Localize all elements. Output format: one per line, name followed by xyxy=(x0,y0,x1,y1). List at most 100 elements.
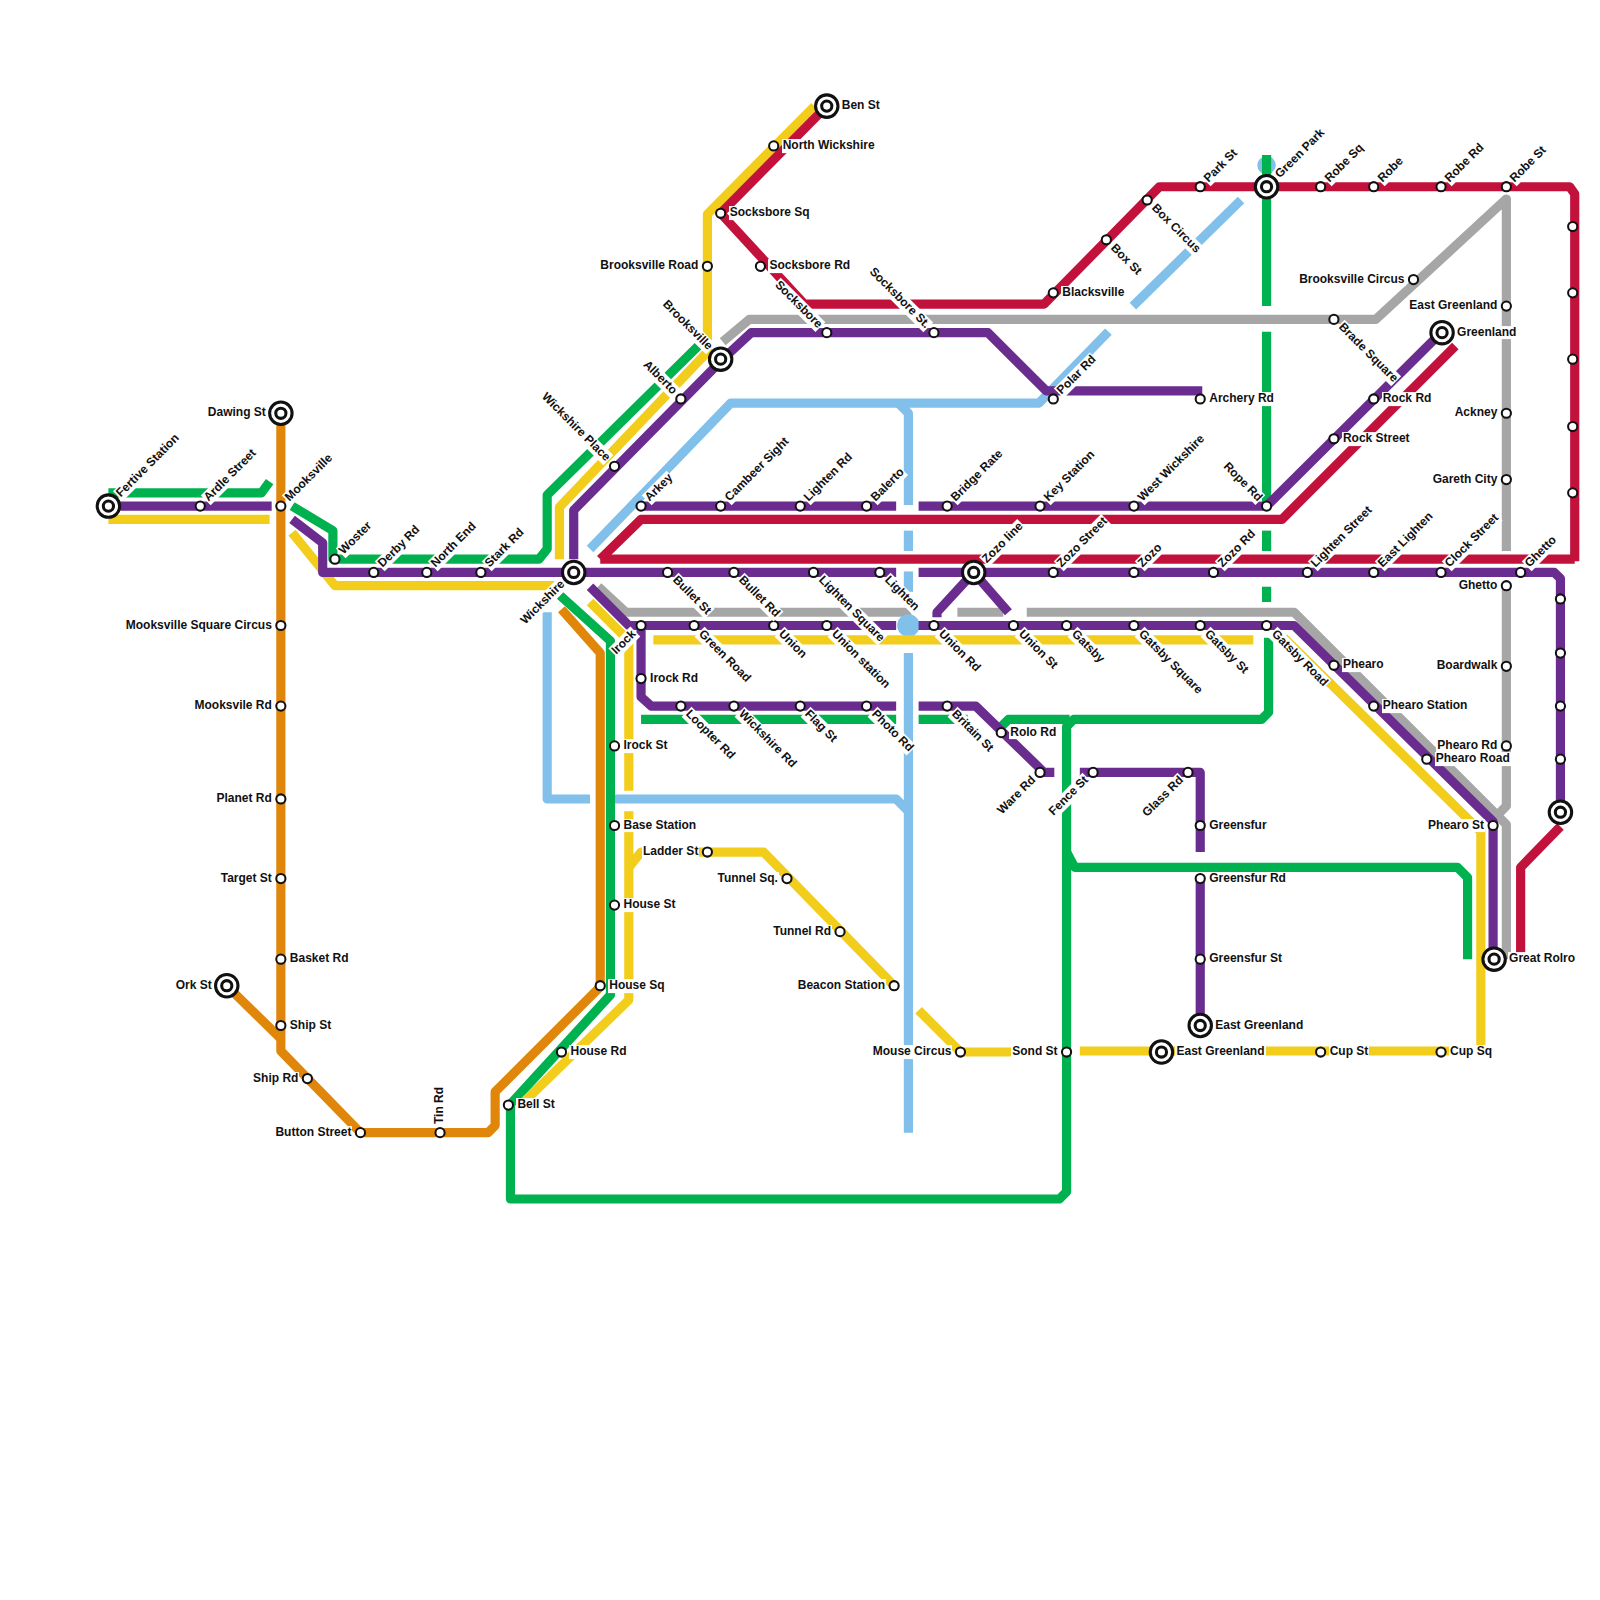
station-dot xyxy=(703,847,712,856)
station-dot xyxy=(1196,394,1205,403)
station xyxy=(875,568,884,577)
station xyxy=(1196,955,1205,964)
line-junction xyxy=(897,614,919,636)
station-label: Phearo Rd xyxy=(1436,739,1498,753)
station xyxy=(636,502,645,511)
station-label: Box St xyxy=(1107,241,1145,279)
station-label: Union St xyxy=(1014,626,1060,672)
line-segment xyxy=(615,799,909,811)
interchange-ring xyxy=(1255,176,1277,198)
station xyxy=(1129,568,1138,577)
station-dot xyxy=(1316,1047,1325,1056)
station-dot xyxy=(943,502,952,511)
station-dot xyxy=(1369,568,1378,577)
station-label: North Wickshire xyxy=(782,139,876,153)
station xyxy=(929,328,938,337)
station-dot xyxy=(1049,288,1058,297)
station-dot xyxy=(716,209,725,218)
station-dot xyxy=(1196,874,1205,883)
station-dot xyxy=(729,568,738,577)
station-dot xyxy=(1183,768,1192,777)
station xyxy=(1089,768,1098,777)
station-label: Cambeer Sight xyxy=(721,434,792,505)
station-label: Socksbore St. xyxy=(865,264,933,332)
station-dot xyxy=(1568,488,1577,497)
station-dot xyxy=(716,502,725,511)
line-segment xyxy=(1067,852,1468,959)
station-dot xyxy=(929,621,938,630)
station xyxy=(716,502,725,511)
station-label: Lighten Square xyxy=(814,573,887,646)
station-dot xyxy=(1369,182,1378,191)
station xyxy=(929,621,938,630)
station-dot xyxy=(1488,821,1497,830)
station xyxy=(769,141,778,150)
line-segment xyxy=(904,531,913,551)
station-label: Ben St xyxy=(841,99,881,113)
station-dot xyxy=(1049,394,1058,403)
light-blue-line xyxy=(547,156,1276,1133)
station-dot xyxy=(1556,755,1565,764)
station xyxy=(1488,821,1497,830)
station xyxy=(1189,1014,1211,1036)
station-dot xyxy=(1035,768,1044,777)
station-label: Gatsby Road xyxy=(1267,626,1331,690)
station-dot xyxy=(1436,1047,1445,1056)
station-label: East Lighten xyxy=(1374,510,1436,572)
interchange-core xyxy=(276,408,286,418)
station-dot xyxy=(1209,568,1218,577)
interchange-ring xyxy=(1150,1041,1172,1063)
station xyxy=(809,568,818,577)
station-dot xyxy=(1502,302,1511,311)
station-dot xyxy=(1516,568,1525,577)
station xyxy=(610,741,619,750)
station-label: Tunnel Sq. xyxy=(717,872,779,886)
station-dot xyxy=(330,555,339,564)
station-label: Gatsby xyxy=(1067,626,1107,666)
station xyxy=(1129,502,1138,511)
station xyxy=(422,568,431,577)
station-label: Box Circus xyxy=(1148,201,1204,257)
station-label: Socksbore Rd xyxy=(768,259,851,273)
interchange-ring xyxy=(270,402,292,424)
station xyxy=(1369,394,1378,403)
station-label: Ware Rd xyxy=(994,773,1039,818)
station xyxy=(835,927,844,936)
station-dot xyxy=(303,1074,312,1083)
station-dot xyxy=(356,1128,365,1137)
station xyxy=(196,502,205,511)
station-dot xyxy=(929,328,938,337)
station-label: Union Rd xyxy=(935,626,984,675)
station-label: Archery Rd xyxy=(1208,392,1275,406)
station xyxy=(1183,768,1192,777)
station-label: East Greenland xyxy=(1175,1045,1265,1059)
station-label: Dawing St xyxy=(207,406,267,420)
station xyxy=(943,702,952,711)
station-dot xyxy=(1369,702,1378,711)
station-dot xyxy=(1329,661,1338,670)
station-label: Bullet St xyxy=(668,573,714,619)
station-dot xyxy=(1568,288,1577,297)
station-label: Key Station xyxy=(1041,447,1099,505)
station-dot xyxy=(809,568,818,577)
line-segment xyxy=(590,602,629,791)
grey-line xyxy=(598,199,1506,959)
line-segment xyxy=(641,626,896,707)
station-label: Gatsby St xyxy=(1201,626,1252,677)
station-dot xyxy=(835,927,844,936)
station xyxy=(476,568,485,577)
station xyxy=(716,209,725,218)
interchange-core xyxy=(1261,182,1271,192)
station-dot xyxy=(276,955,285,964)
station xyxy=(756,262,765,271)
station-dot xyxy=(504,1101,513,1110)
station-label: Britain St xyxy=(948,707,997,756)
line-segment xyxy=(1196,878,1205,1026)
station xyxy=(1502,182,1511,191)
station-dot xyxy=(1369,394,1378,403)
station-dot xyxy=(862,702,871,711)
station-dot xyxy=(822,621,831,630)
station xyxy=(1369,702,1378,711)
station xyxy=(729,702,738,711)
station-label: West Wickshire xyxy=(1135,432,1209,506)
